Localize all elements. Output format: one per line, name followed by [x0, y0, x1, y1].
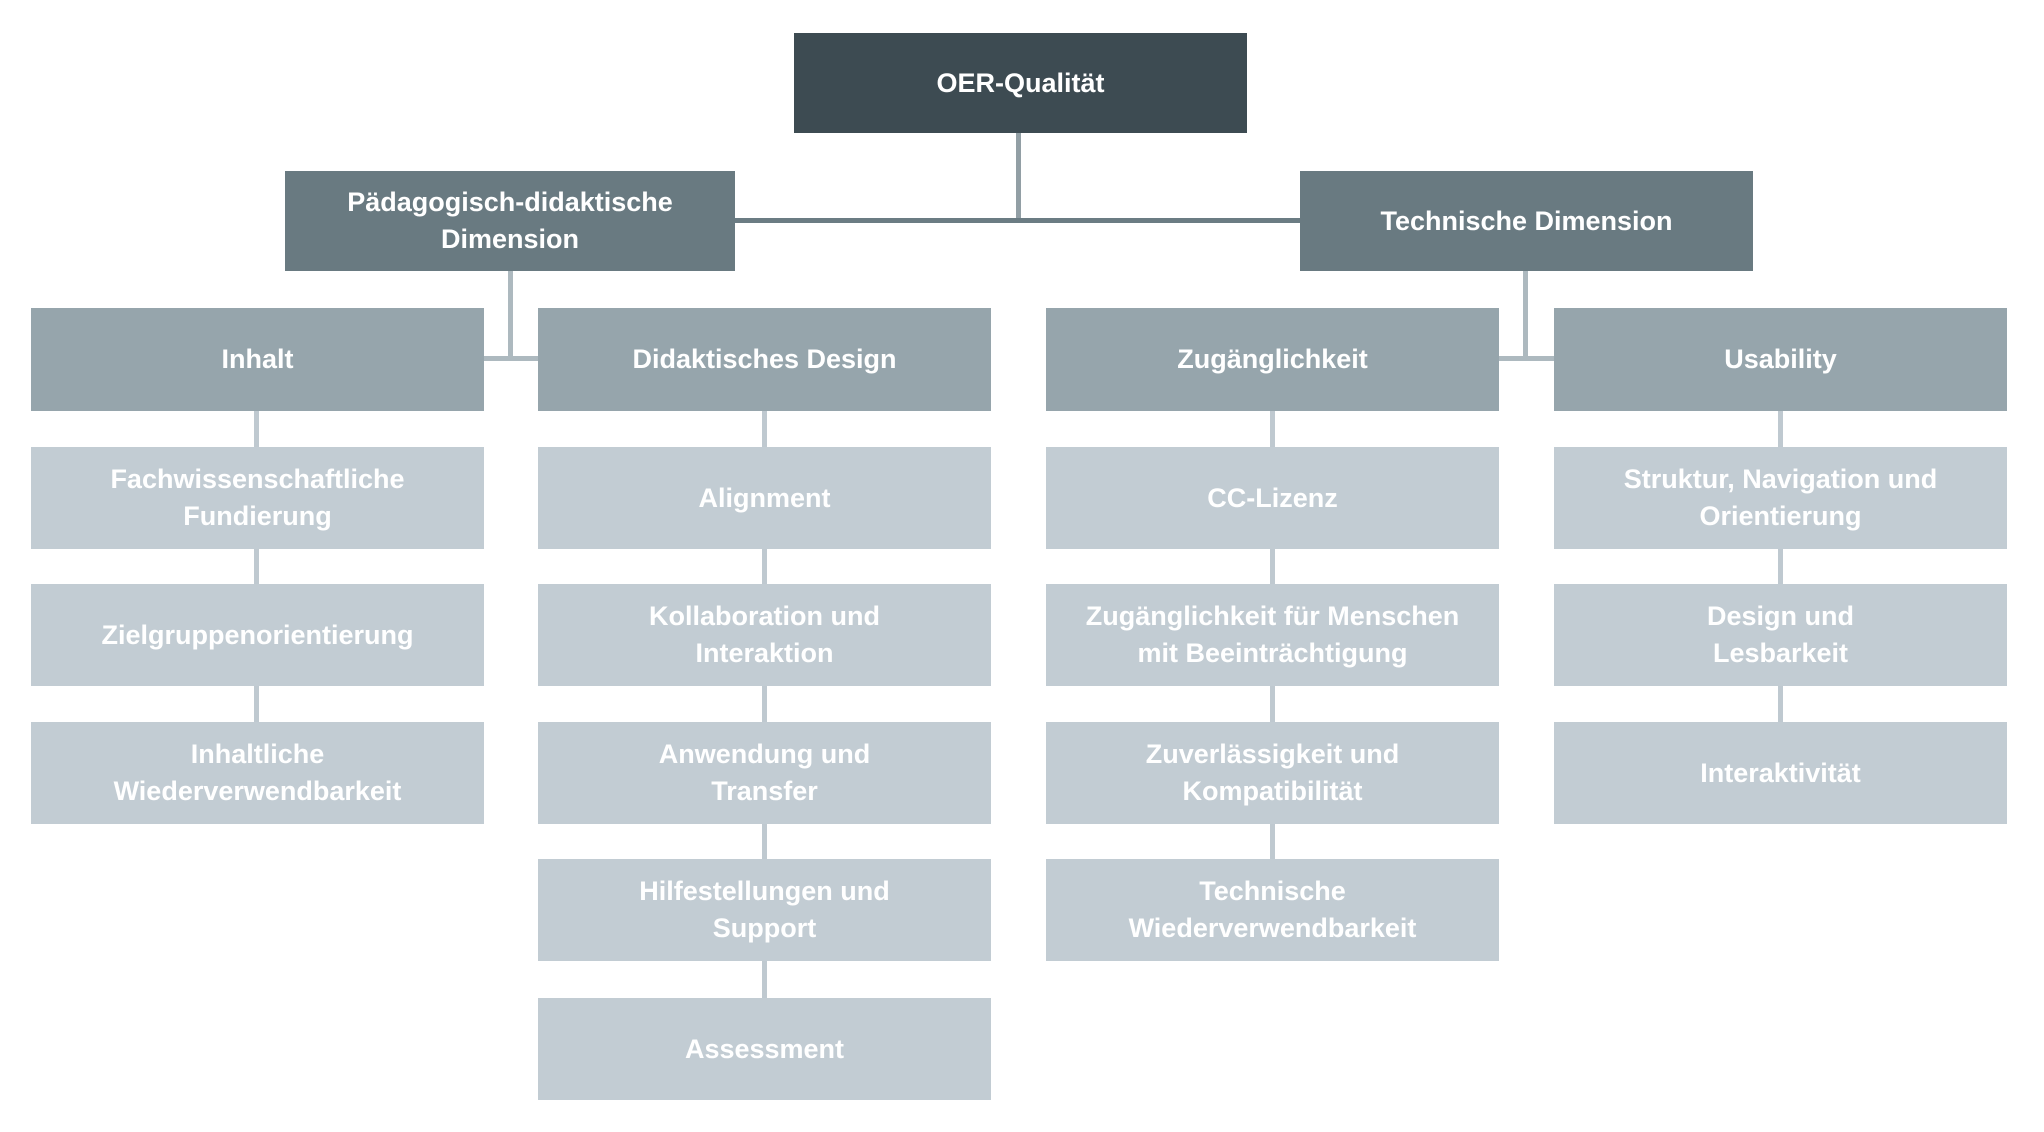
connector-col2-seg4 — [762, 824, 767, 859]
node-paedagogisch-didaktische-dimension: Pädagogisch-didaktische Dimension — [285, 171, 735, 271]
node-zugaenglichkeit: Zugänglichkeit — [1046, 308, 1499, 411]
connector-col4-seg1 — [1778, 411, 1783, 447]
node-inhaltliche-wiederverwendbarkeit: Inhaltliche Wiederverwendbarkeit — [31, 722, 484, 824]
node-didaktisches-design: Didaktisches Design — [538, 308, 991, 411]
node-design-und-lesbarkeit: Design und Lesbarkeit — [1554, 584, 2007, 686]
node-zuverlaessigkeit-und-kompatibilitaet: Zuverlässigkeit und Kompatibilität — [1046, 722, 1499, 824]
node-label: Zuverlässigkeit und Kompatibilität — [1145, 739, 1400, 806]
node-assessment: Assessment — [538, 998, 991, 1100]
node-label: Technische Wiederverwendbarkeit — [1128, 876, 1417, 943]
node-label: Zugänglichkeit — [1177, 344, 1368, 374]
node-label: Alignment — [698, 482, 831, 513]
connector-col4-seg3 — [1778, 686, 1783, 722]
node-label: Pädagogisch-didaktische Dimension — [347, 187, 673, 254]
node-label: Kollaboration und Interaktion — [649, 601, 880, 668]
node-label: Zielgruppenorientierung — [101, 619, 414, 650]
node-label: Inhaltliche Wiederverwendbarkeit — [113, 739, 402, 806]
node-usability: Usability — [1554, 308, 2007, 411]
node-label: CC-Lizenz — [1207, 482, 1338, 513]
connector-col4-seg2 — [1778, 549, 1783, 584]
node-anwendung-und-transfer: Anwendung und Transfer — [538, 722, 991, 824]
node-label: Hilfestellungen und Support — [639, 876, 890, 943]
node-label: OER-Qualität — [936, 67, 1105, 98]
node-cc-lizenz: CC-Lizenz — [1046, 447, 1499, 549]
connector-col1-seg1 — [254, 411, 259, 447]
node-kollaboration-und-interaktion: Kollaboration und Interaktion — [538, 584, 991, 686]
connector-col3-seg1 — [1270, 411, 1275, 447]
node-alignment: Alignment — [538, 447, 991, 549]
node-label: Usability — [1724, 344, 1837, 374]
node-label: Struktur, Navigation und Orientierung — [1623, 464, 1938, 531]
connector-technische-vertical — [1523, 271, 1528, 361]
connector-col3-seg2 — [1270, 549, 1275, 584]
node-inhalt: Inhalt — [31, 308, 484, 411]
node-label: Anwendung und Transfer — [658, 739, 871, 806]
node-label: Inhalt — [221, 344, 294, 374]
connector-paedagogisch-vertical — [508, 271, 513, 361]
connector-col1-seg3 — [254, 686, 259, 722]
connector-col2-seg2 — [762, 549, 767, 584]
node-zielgruppenorientierung: Zielgruppenorientierung — [31, 584, 484, 686]
node-label: Technische Dimension — [1380, 205, 1673, 236]
node-label: Design und Lesbarkeit — [1707, 601, 1854, 668]
connector-col2-seg3 — [762, 686, 767, 722]
connector-col2-seg5 — [762, 961, 767, 998]
node-hilfestellungen-und-support: Hilfestellungen und Support — [538, 859, 991, 961]
node-technische-wiederverwendbarkeit: Technische Wiederverwendbarkeit — [1046, 859, 1499, 961]
connector-col2-seg1 — [762, 411, 767, 447]
node-label: Zugänglichkeit für Menschen mit Beeinträ… — [1085, 601, 1460, 668]
node-interaktivitaet: Interaktivität — [1554, 722, 2007, 824]
connector-root-vertical — [1016, 133, 1021, 223]
connector-col3-seg3 — [1270, 686, 1275, 722]
node-label: Interaktivität — [1700, 757, 1861, 788]
node-zugaenglichkeit-fuer-menschen-mit-beeintraechtigung: Zugänglichkeit für Menschen mit Beeinträ… — [1046, 584, 1499, 686]
connector-col3-seg4 — [1270, 824, 1275, 859]
node-fachwissenschaftliche-fundierung: Fachwissenschaftliche Fundierung — [31, 447, 484, 549]
connector-inhalt-didaktisches-stub — [483, 356, 539, 361]
connector-col1-seg2 — [254, 549, 259, 584]
connector-root-horizontal — [735, 218, 1300, 223]
node-oer-qualitaet: OER-Qualität — [794, 33, 1247, 133]
node-struktur-navigation-und-orientierung: Struktur, Navigation und Orientierung — [1554, 447, 2007, 549]
node-label: Fachwissenschaftliche Fundierung — [110, 464, 405, 531]
node-label: Assessment — [684, 1033, 845, 1064]
connector-zugaenglichkeit-usability-stub — [1496, 356, 1554, 361]
node-technische-dimension: Technische Dimension — [1300, 171, 1753, 271]
node-label: Didaktisches Design — [632, 344, 897, 374]
